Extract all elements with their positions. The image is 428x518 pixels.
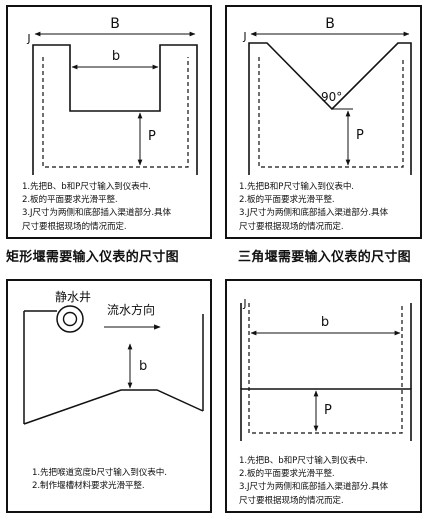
rectangular-weir-panel: B b P J 1.先把B、b和P尺寸输入到仪表中. 2.板的平面要求光滑平整.…	[6, 5, 212, 239]
triangular-weir-panel: B 90° P J 1.先把B和P尺寸输入到仪表中. 2.板的平面要求光滑平整.…	[225, 5, 422, 239]
dimension-label-b: b	[321, 315, 329, 330]
note-line: 2.制作堰槽材料要求光滑平整.	[32, 481, 145, 492]
dimension-label-P: P	[148, 129, 156, 144]
channel-dashed-outline	[42, 57, 189, 168]
rectangular-weir-drawing: B b P J	[26, 16, 198, 175]
triangular-weir-caption: 三角堰需要输入仪表的尺寸图	[238, 250, 411, 265]
note-line: 3.J尺寸为两侧和底部插入渠道部分.具体	[239, 482, 388, 493]
flume-panel: 静水井 流水方向 b 1.先把喉道宽度b尺寸输入到仪表中. 2.制作堰槽材料要求…	[6, 279, 212, 513]
angle-label: 90°	[321, 90, 342, 104]
weir-plate-outline	[32, 44, 198, 175]
flume-notes: 1.先把喉道宽度b尺寸输入到仪表中. 2.制作堰槽材料要求光滑平整.	[32, 467, 167, 493]
note-line: 尺寸要根据现场的情况而定.	[239, 495, 344, 506]
note-line: 3.J尺寸为两侧和底部插入渠道部分.具体	[22, 208, 171, 219]
suppressed-weir-panel: b P J 1.先把B、b和P尺寸输入到仪表中. 2.板的平面要求光滑平整. 3…	[225, 279, 422, 513]
flume-drawing: 静水井 流水方向 b	[23, 290, 204, 425]
flume-bottom-edge	[23, 389, 204, 425]
stilling-well-inner	[62, 311, 78, 327]
note-line: 1.先把B和P尺寸输入到仪表中.	[239, 182, 354, 192]
note-line: 1.先把喉道宽度b尺寸输入到仪表中.	[32, 468, 167, 478]
weir-plate-outline	[248, 42, 412, 175]
channel-dashed-outline	[248, 303, 403, 434]
note-line: 2.板的平面要求光滑平整.	[239, 469, 335, 480]
note-line: 尺寸要根据现场的情况而定.	[22, 221, 127, 232]
label-J: J	[242, 30, 246, 43]
dimension-label-b: b	[112, 49, 120, 64]
note-line: 2.板的平面要求光滑平整.	[22, 195, 118, 206]
note-line: 2.板的平面要求光滑平整.	[239, 195, 335, 206]
channel-dashed-outline	[258, 57, 404, 168]
dimension-label-P: P	[324, 403, 332, 418]
rectangular-weir-caption: 矩形堰需要输入仪表的尺寸图	[6, 250, 179, 265]
label-J: J	[242, 297, 246, 310]
suppressed-weir-drawing: b P J	[240, 297, 412, 441]
triangular-weir-drawing: B 90° P J	[242, 16, 412, 175]
rectangular-weir-notes: 1.先把B、b和P尺寸输入到仪表中. 2.板的平面要求光滑平整. 3.J尺寸为两…	[22, 181, 171, 234]
label-J: J	[26, 32, 30, 45]
dimension-label-B: B	[110, 16, 120, 32]
dimension-label-B: B	[325, 16, 335, 32]
dimension-label-b: b	[139, 359, 147, 374]
dimension-label-P: P	[356, 128, 364, 143]
note-line: 1.先把B、b和P尺寸输入到仪表中.	[22, 182, 151, 192]
note-line: 尺寸要根据现场的情况而定.	[239, 221, 344, 232]
suppressed-weir-notes: 1.先把B、b和P尺寸输入到仪表中. 2.板的平面要求光滑平整. 3.J尺寸为两…	[239, 455, 388, 508]
stilling-well-label: 静水井	[55, 290, 91, 304]
note-line: 3.J尺寸为两侧和底部插入渠道部分.具体	[239, 208, 388, 219]
flow-direction-label: 流水方向	[107, 302, 155, 317]
note-line: 1.先把B、b和P尺寸输入到仪表中.	[239, 456, 368, 466]
weir-plate-outline	[240, 388, 412, 441]
triangular-weir-notes: 1.先把B和P尺寸输入到仪表中. 2.板的平面要求光滑平整. 3.J尺寸为两侧和…	[239, 181, 388, 234]
